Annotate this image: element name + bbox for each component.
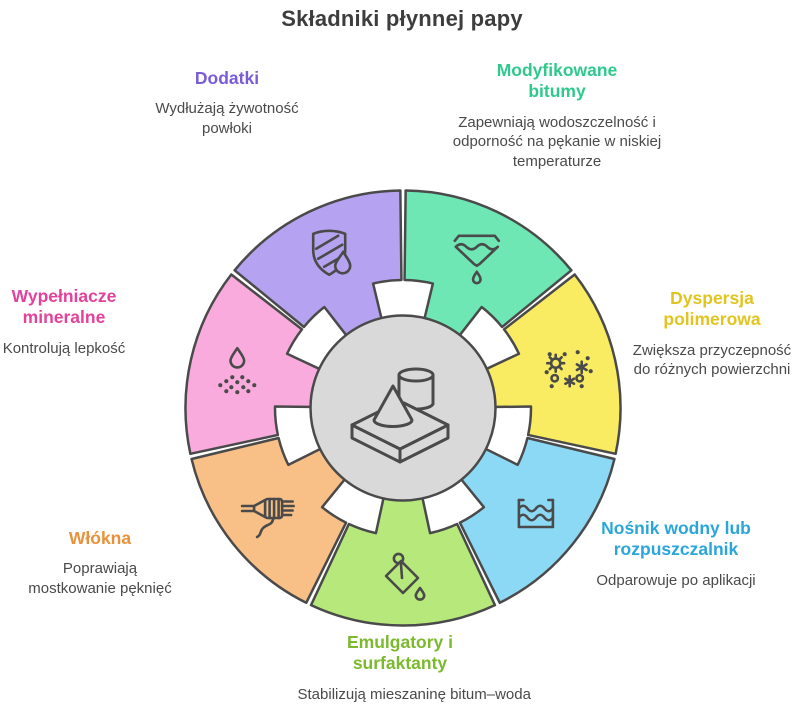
segment-modyfikowane-bitumy (403, 189, 573, 342)
segment-description: Zwiększa przyczepność do różnych powierz… (632, 341, 792, 379)
pouring-bucket-icon (384, 552, 426, 601)
segment-title: Nośnik wodny lub rozpuszczalnik (601, 518, 751, 560)
segment-nosnik-wodny (456, 436, 616, 605)
segment-description: Kontrolują lepkość (2, 339, 126, 357)
fiber-brush-icon (240, 497, 295, 539)
roofing-compound-3d-icon (350, 367, 450, 464)
segment-wypelniacze-mineralne (184, 273, 327, 456)
segment-title: Emulgatory i surfaktanty (347, 632, 453, 674)
segment-description: Zapewniają wodoszczelność i odporność na… (452, 113, 662, 171)
segment-title: Wypełniacze mineralne (11, 286, 117, 328)
segment-title: Dyspersja polimerowa (663, 288, 761, 330)
segment-title: Modyfikowane bitumy (496, 60, 618, 102)
segment-description: Stabilizują mieszaninę bitum–woda (297, 685, 531, 703)
segment-description: Wydłużają żywotność powłoki (155, 100, 299, 138)
segment-title: Włókna (68, 528, 132, 548)
water-waves-icon (517, 498, 555, 529)
segment-description: Odparowuje po aplikacji (596, 571, 756, 589)
segment-wlokna (190, 436, 350, 605)
page-title: Składniki płynnej papy (281, 6, 523, 31)
shield-droplet-icon (311, 229, 352, 277)
funnel-drip-icon (453, 234, 501, 285)
droplet-spray-icon (218, 346, 257, 395)
segment-title: Dodatki (194, 68, 260, 88)
segment-description: Poprawiają mostkowanie pęknięć (28, 560, 172, 598)
particles-icon (544, 350, 593, 389)
